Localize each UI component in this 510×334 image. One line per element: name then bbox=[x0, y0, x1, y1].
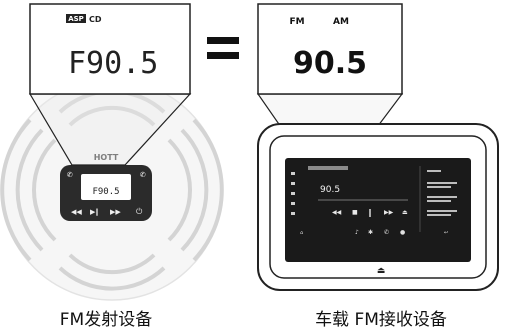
equals-sign bbox=[207, 37, 239, 59]
screen-zoom-area bbox=[308, 166, 348, 170]
band-am: AM bbox=[333, 17, 349, 27]
car-head-unit: 90.5 ◀◀ ■ ‖ ▶▶ ⏏ ⌂ ♪ ✱ ✆ ● ↩ bbox=[257, 123, 499, 291]
next-track-icon[interactable]: ▶▶ bbox=[110, 208, 121, 216]
lcd-badge: ASP bbox=[68, 15, 84, 23]
screen-next-icon[interactable]: ▶▶ bbox=[384, 209, 394, 216]
screen-bottom-toolbar: ⌂ ♪ ✱ ✆ ● ↩ bbox=[300, 229, 448, 236]
transmitter-caption: FM发射设备 bbox=[60, 310, 152, 330]
equals-sign-text: = bbox=[0, 0, 1, 1]
screen-prev-icon[interactable]: ◀◀ bbox=[332, 209, 342, 216]
transmitter-lcd-zoom: ASP CD F90.5 bbox=[29, 3, 191, 95]
brand-logo: HOTT bbox=[94, 153, 119, 162]
receiver-caption: 车载 FM接收设备 bbox=[315, 310, 447, 330]
band-fm: FM bbox=[289, 17, 304, 27]
screen-pause-icon[interactable]: ‖ bbox=[368, 208, 372, 217]
call-answer-icon[interactable]: ✆ bbox=[67, 171, 73, 179]
receiver-display-zoom: FM AM 90.5 bbox=[257, 3, 403, 95]
lcd-frequency: F90.5 bbox=[68, 46, 158, 81]
prev-track-icon[interactable]: ◀◀ bbox=[71, 208, 82, 216]
screen-phone-icon[interactable]: ✆ bbox=[384, 229, 389, 236]
power-icon[interactable]: ⏻ bbox=[136, 207, 143, 216]
mini-lcd bbox=[81, 174, 131, 200]
call-end-icon[interactable]: ✆ bbox=[140, 171, 146, 179]
transmitter-device: F90.5 ◀◀ ▶‖ ▶▶ ⏻ ✆ ✆ HOTT bbox=[0, 79, 224, 301]
screen-sidebar bbox=[291, 172, 295, 215]
play-pause-icon[interactable]: ▶‖ bbox=[90, 208, 99, 216]
lcd-frame bbox=[29, 3, 191, 95]
screen-home-icon[interactable]: ⌂ bbox=[300, 230, 303, 236]
screen-playback-controls: ◀◀ ■ ‖ ▶▶ ⏏ bbox=[332, 208, 408, 217]
display-frame bbox=[257, 3, 403, 95]
screen-volume-icon[interactable]: ♪ bbox=[355, 229, 359, 236]
mini-lcd-frequency: F90.5 bbox=[92, 187, 119, 197]
lcd-mode: CD bbox=[89, 15, 102, 24]
head-unit-screen bbox=[285, 158, 471, 262]
screen-back-icon[interactable]: ↩ bbox=[444, 230, 448, 236]
screen-station-list bbox=[427, 170, 457, 216]
home-button-icon[interactable]: ⏏ bbox=[377, 266, 386, 276]
signal-rings bbox=[0, 89, 224, 291]
screen-settings-icon[interactable]: ✱ bbox=[368, 229, 373, 236]
screen-stop-icon[interactable]: ■ bbox=[352, 209, 358, 216]
display-frequency: 90.5 bbox=[293, 46, 367, 81]
screen-frequency: 90.5 bbox=[320, 185, 340, 195]
screen-eject-icon[interactable]: ⏏ bbox=[402, 209, 408, 216]
lcd-badge-bg bbox=[66, 14, 86, 23]
screen-nav-icon[interactable]: ● bbox=[400, 229, 405, 236]
